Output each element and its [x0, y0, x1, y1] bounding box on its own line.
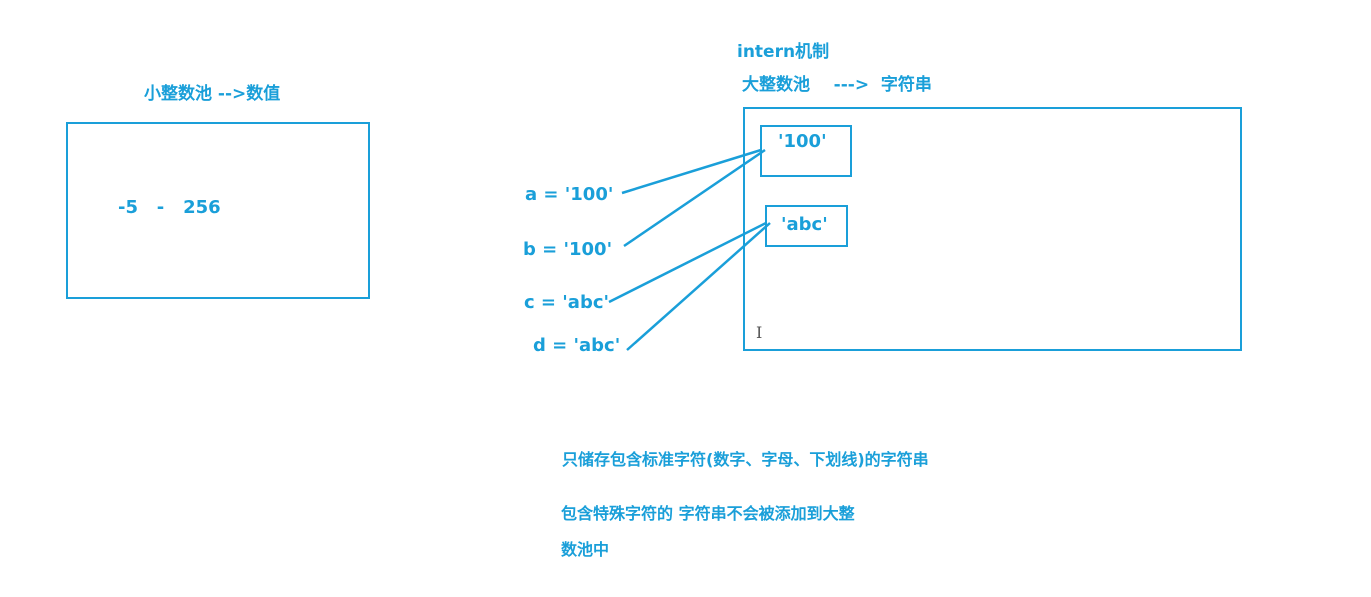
small-pool-title: 小整数池 -->数值: [144, 84, 281, 104]
large-pool-title: 大整数池 ---> 字符串: [742, 75, 932, 95]
string-100-label: '100': [778, 131, 827, 152]
pointer-b: [623, 148, 766, 248]
small-pool-range: -5 - 256: [118, 197, 221, 218]
intern-header: intern机制: [737, 42, 830, 62]
note-special-chars: 包含特殊字符的 字符串不会被添加到大整: [561, 504, 855, 523]
assignment-a: a = '100': [525, 184, 614, 205]
string-abc-label: 'abc': [781, 214, 828, 235]
note-special-chars-cont: 数池中: [561, 540, 610, 559]
assignment-b: b = '100': [523, 239, 613, 260]
text-cursor-icon: I: [756, 323, 763, 342]
assignment-c: c = 'abc': [524, 292, 610, 313]
pointer-d: [626, 222, 771, 351]
assignment-d: d = 'abc': [533, 335, 621, 356]
pointer-a: [621, 148, 762, 195]
small-pool-box: [66, 122, 370, 299]
large-pool-box: [743, 107, 1242, 351]
pointer-c: [608, 221, 767, 304]
note-standard-chars: 只储存包含标准字符(数字、字母、下划线)的字符串: [562, 450, 929, 469]
